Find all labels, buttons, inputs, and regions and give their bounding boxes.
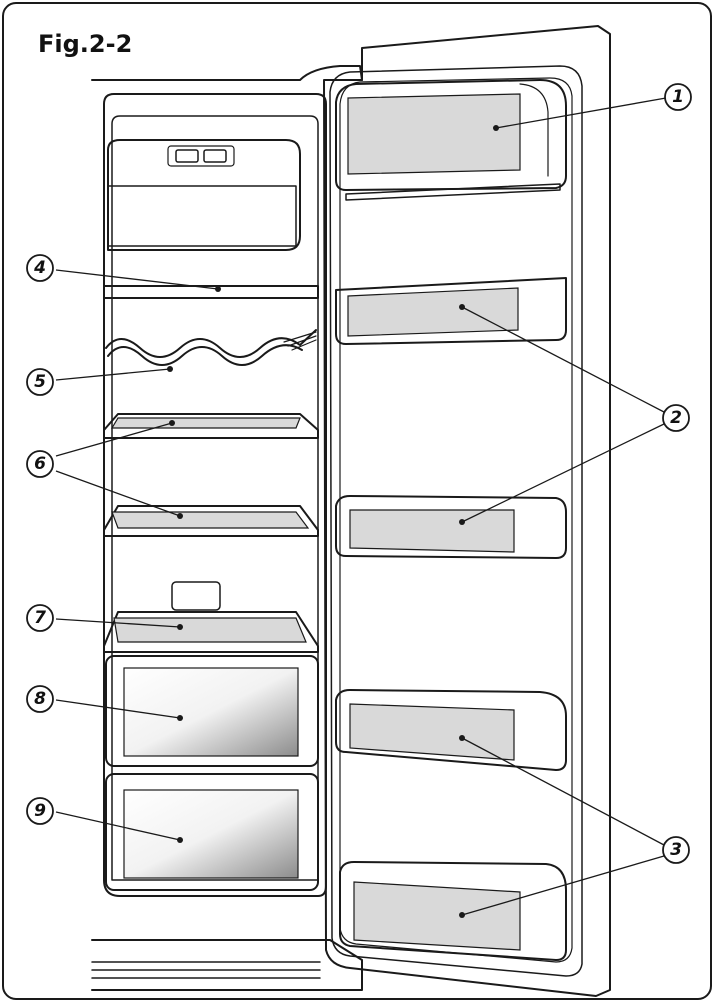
- wine-rack: [105, 329, 317, 366]
- door-outer: [323, 25, 611, 997]
- leader-dot-2b: [459, 519, 465, 525]
- door-inner-frame: [329, 65, 583, 977]
- callout-label-7: 7: [34, 608, 46, 628]
- leader-4: [55, 269, 219, 290]
- callout-label-9: 9: [34, 801, 46, 821]
- dairy-compartment: [335, 79, 567, 191]
- light-housing: [171, 581, 221, 611]
- callout-circle-1: [664, 83, 692, 111]
- callout-label-5: 5: [34, 372, 46, 392]
- drawer-9: [105, 773, 319, 891]
- leader-2a: [461, 306, 665, 413]
- figure-title: Fig.2-2: [38, 30, 133, 58]
- leader-dot-6b: [177, 513, 183, 519]
- base-plinth: [91, 939, 363, 991]
- callout-circle-5: [26, 368, 54, 396]
- drawer-9-window: [123, 789, 299, 879]
- leader-dot-8: [177, 715, 183, 721]
- callout-circle-8: [26, 685, 54, 713]
- shelf-6-upper: [103, 413, 319, 439]
- bin-3-upper-panel: [349, 703, 515, 761]
- leader-7: [55, 618, 181, 628]
- leader-3a: [461, 737, 665, 846]
- cabinet-liner: [111, 115, 319, 881]
- control-compartment: [107, 139, 301, 251]
- dairy-lid-curve: [519, 83, 549, 177]
- shelf-4: [103, 285, 319, 299]
- leader-6b: [55, 470, 181, 517]
- callout-circle-2: [662, 404, 690, 432]
- callout-circle-9: [26, 797, 54, 825]
- cabinet-top-edge: [91, 65, 363, 81]
- leader-dot-3a: [459, 735, 465, 741]
- leader-1: [495, 97, 667, 129]
- leader-dot-2a: [459, 304, 465, 310]
- callout-label-4: 4: [33, 258, 46, 278]
- bin-2-upper-panel: [347, 287, 519, 337]
- leader-dot-4: [215, 286, 221, 292]
- control-display: [107, 185, 297, 247]
- dairy-panel: [347, 93, 521, 175]
- callout-circle-6: [26, 450, 54, 478]
- leader-dot-5: [167, 366, 173, 372]
- bin-3-lower-panel: [353, 881, 521, 951]
- leader-9: [55, 811, 181, 841]
- leader-dot-6a: [169, 420, 175, 426]
- control-frame: [167, 145, 235, 167]
- temp-button-right: [203, 149, 227, 163]
- callout-circle-4: [26, 254, 54, 282]
- door-bin-2-upper: [335, 277, 567, 345]
- wine-rack-hooks: [283, 331, 317, 351]
- door-bin-3-upper: [335, 689, 567, 771]
- leader-3b: [461, 855, 665, 916]
- bin-2-lower-panel: [349, 509, 515, 553]
- callout-circle-3: [662, 836, 690, 864]
- callout-label-6: 6: [34, 454, 46, 474]
- callout-label-2: 2: [670, 408, 682, 428]
- cabinet-body: [103, 93, 327, 897]
- callout-circle-7: [26, 604, 54, 632]
- leader-dot-1: [493, 125, 499, 131]
- leader-6a: [55, 422, 173, 457]
- leader-8: [55, 699, 181, 719]
- crisper-cover: [103, 611, 319, 653]
- drawer-8-window: [123, 667, 299, 757]
- shelf-6-upper-glass: [110, 417, 301, 429]
- shelf-6-lower: [103, 505, 319, 537]
- callout-label-1: 1: [672, 87, 684, 107]
- leader-dot-3b: [459, 912, 465, 918]
- leader-2b: [461, 423, 665, 523]
- leader-5: [55, 368, 171, 381]
- drawer-8: [105, 655, 319, 767]
- temp-button-left: [175, 149, 199, 163]
- door-bin-3-lower: [339, 861, 567, 961]
- callout-label-8: 8: [34, 689, 46, 709]
- crisper-glass: [113, 617, 307, 643]
- door-bar-1: [345, 183, 561, 201]
- leader-dot-9: [177, 837, 183, 843]
- callout-label-3: 3: [670, 840, 682, 860]
- leader-dot-7: [177, 624, 183, 630]
- door-bin-2-lower: [335, 495, 567, 559]
- shelf-6-lower-glass: [111, 511, 310, 529]
